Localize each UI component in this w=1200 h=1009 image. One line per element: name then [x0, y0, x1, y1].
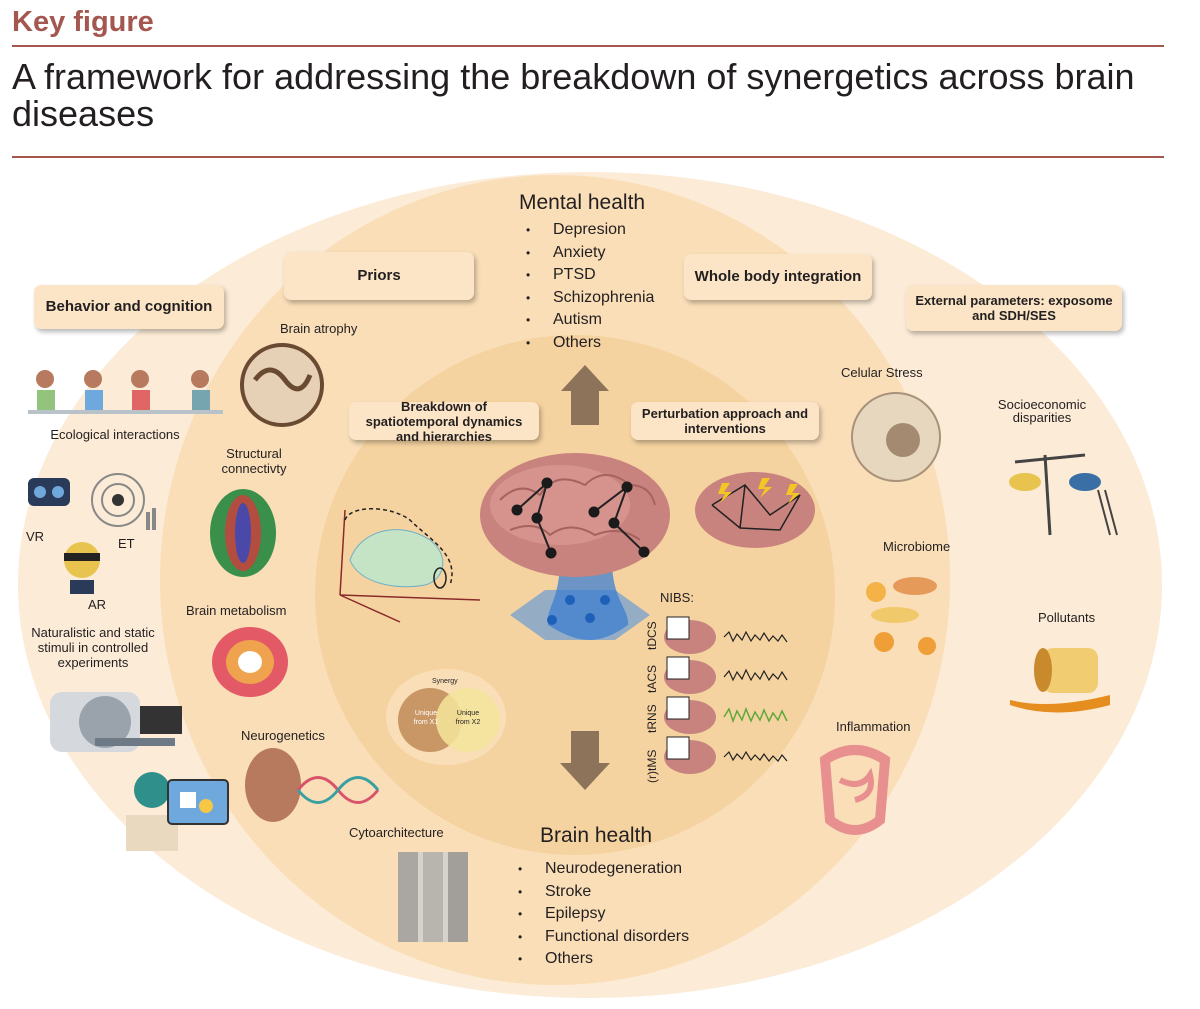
list-item: Others: [526, 332, 654, 355]
bacteria-icon: [866, 577, 937, 655]
neurogenetics-brain-icon: [245, 748, 301, 822]
pollutants-label: Pollutants: [1038, 610, 1096, 625]
unique-x2-label: Unique from X2: [455, 710, 481, 726]
socioeconomic-disparities-label: Socioeconomic disparities: [997, 397, 1087, 425]
intestine-icon: [819, 745, 891, 835]
nibs-rtms-label: (r)tMS: [645, 749, 659, 783]
list-item: Depresion: [526, 219, 654, 242]
brain-atrophy-icon: [240, 343, 324, 427]
nibs-tdcs-label: tDCS: [645, 621, 659, 650]
cytoarchitecture-label: Cytoarchitecture: [349, 825, 444, 840]
oil-barrel-icon: [1010, 648, 1110, 713]
perturbation-approach-box: Perturbation approach and interventions: [631, 402, 819, 440]
monitor-person-icon: [126, 772, 229, 851]
external-parameters-box: External parameters: exposome and SDH/SE…: [906, 285, 1122, 331]
nibs-panel-icon: [664, 616, 788, 774]
list-item: PTSD: [526, 264, 654, 287]
ar-person-icon: [64, 542, 100, 594]
ecological-interactions-label: Ecological interactions: [50, 427, 180, 442]
arrow-down-icon: [560, 731, 610, 790]
neurogenetics-label: Neurogenetics: [241, 728, 325, 743]
vr-label: VR: [26, 529, 45, 544]
list-item: Epilepsy: [518, 903, 689, 926]
ar-label: AR: [88, 597, 107, 612]
priors-box: Priors: [284, 252, 474, 300]
brain-health-heading: Brain health: [540, 824, 653, 847]
mri-scanner-icon: [50, 692, 182, 752]
people-eeg-icon: [28, 370, 223, 414]
microbiome-label: Microbiome: [883, 539, 951, 554]
list-item: Autism: [526, 309, 654, 332]
arrow-up-icon: [561, 365, 609, 425]
list-item: Neurodegeneration: [518, 858, 689, 881]
tractography-icon: [210, 489, 276, 577]
breakdown-dynamics-box: Breakdown of spatiotemporal dynamics and…: [349, 399, 539, 444]
mental-health-heading: Mental health: [519, 191, 646, 214]
brain-health-list: Neurodegeneration Stroke Epilepsy Functi…: [518, 858, 689, 971]
behavior-cognition-box: Behavior and cognition: [34, 285, 224, 329]
scale-icon: [1009, 453, 1118, 536]
list-item: Others: [518, 948, 689, 971]
unique-x1-label: Unique from X1: [413, 710, 439, 726]
brain-network-icon: [480, 453, 670, 640]
cytoarchitecture-icon: [398, 852, 468, 942]
spatiotemporal-dynamics-icon: [339, 508, 481, 623]
metabolism-icon: [212, 627, 288, 697]
title-rule-bottom: [12, 156, 1164, 158]
list-item: Anxiety: [526, 242, 654, 265]
inflammation-label: Inflammation: [836, 719, 911, 734]
synergy-venn-icon: [386, 669, 506, 765]
dna-icon: [296, 776, 380, 804]
vr-headset-icon: [28, 478, 70, 506]
key-figure-label: Key figure: [12, 6, 154, 38]
page-title: A framework for addressing the breakdown…: [12, 56, 1135, 134]
brain-metabolism-label: Brain metabolism: [186, 603, 287, 618]
naturalistic-stimuli-label: Naturalistic and static stimuli in contr…: [31, 625, 155, 670]
list-item: Stroke: [518, 881, 689, 904]
cellular-stress-label: Celular Stress: [841, 365, 923, 380]
perturbation-brain-icon: [695, 472, 815, 548]
list-item: Functional disorders: [518, 926, 689, 949]
synergy-label: Synergy: [432, 678, 458, 685]
nibs-title: NIBS:: [660, 590, 694, 605]
mental-health-list: Depresion Anxiety PTSD Schizophrenia Aut…: [526, 219, 654, 355]
brain-atrophy-label: Brain atrophy: [280, 321, 358, 336]
whole-body-integration-box: Whole body integration: [684, 254, 872, 300]
list-item: Schizophrenia: [526, 287, 654, 310]
nibs-trns-label: tRNS: [645, 704, 659, 733]
nibs-tacs-label: tACS: [645, 664, 659, 693]
cell-icon: [851, 392, 941, 482]
eye-tracking-icon: [91, 473, 156, 530]
title-rule-top: [12, 45, 1164, 47]
structural-connectivity-label: Structural connectivty: [221, 446, 287, 476]
et-label: ET: [118, 536, 135, 551]
